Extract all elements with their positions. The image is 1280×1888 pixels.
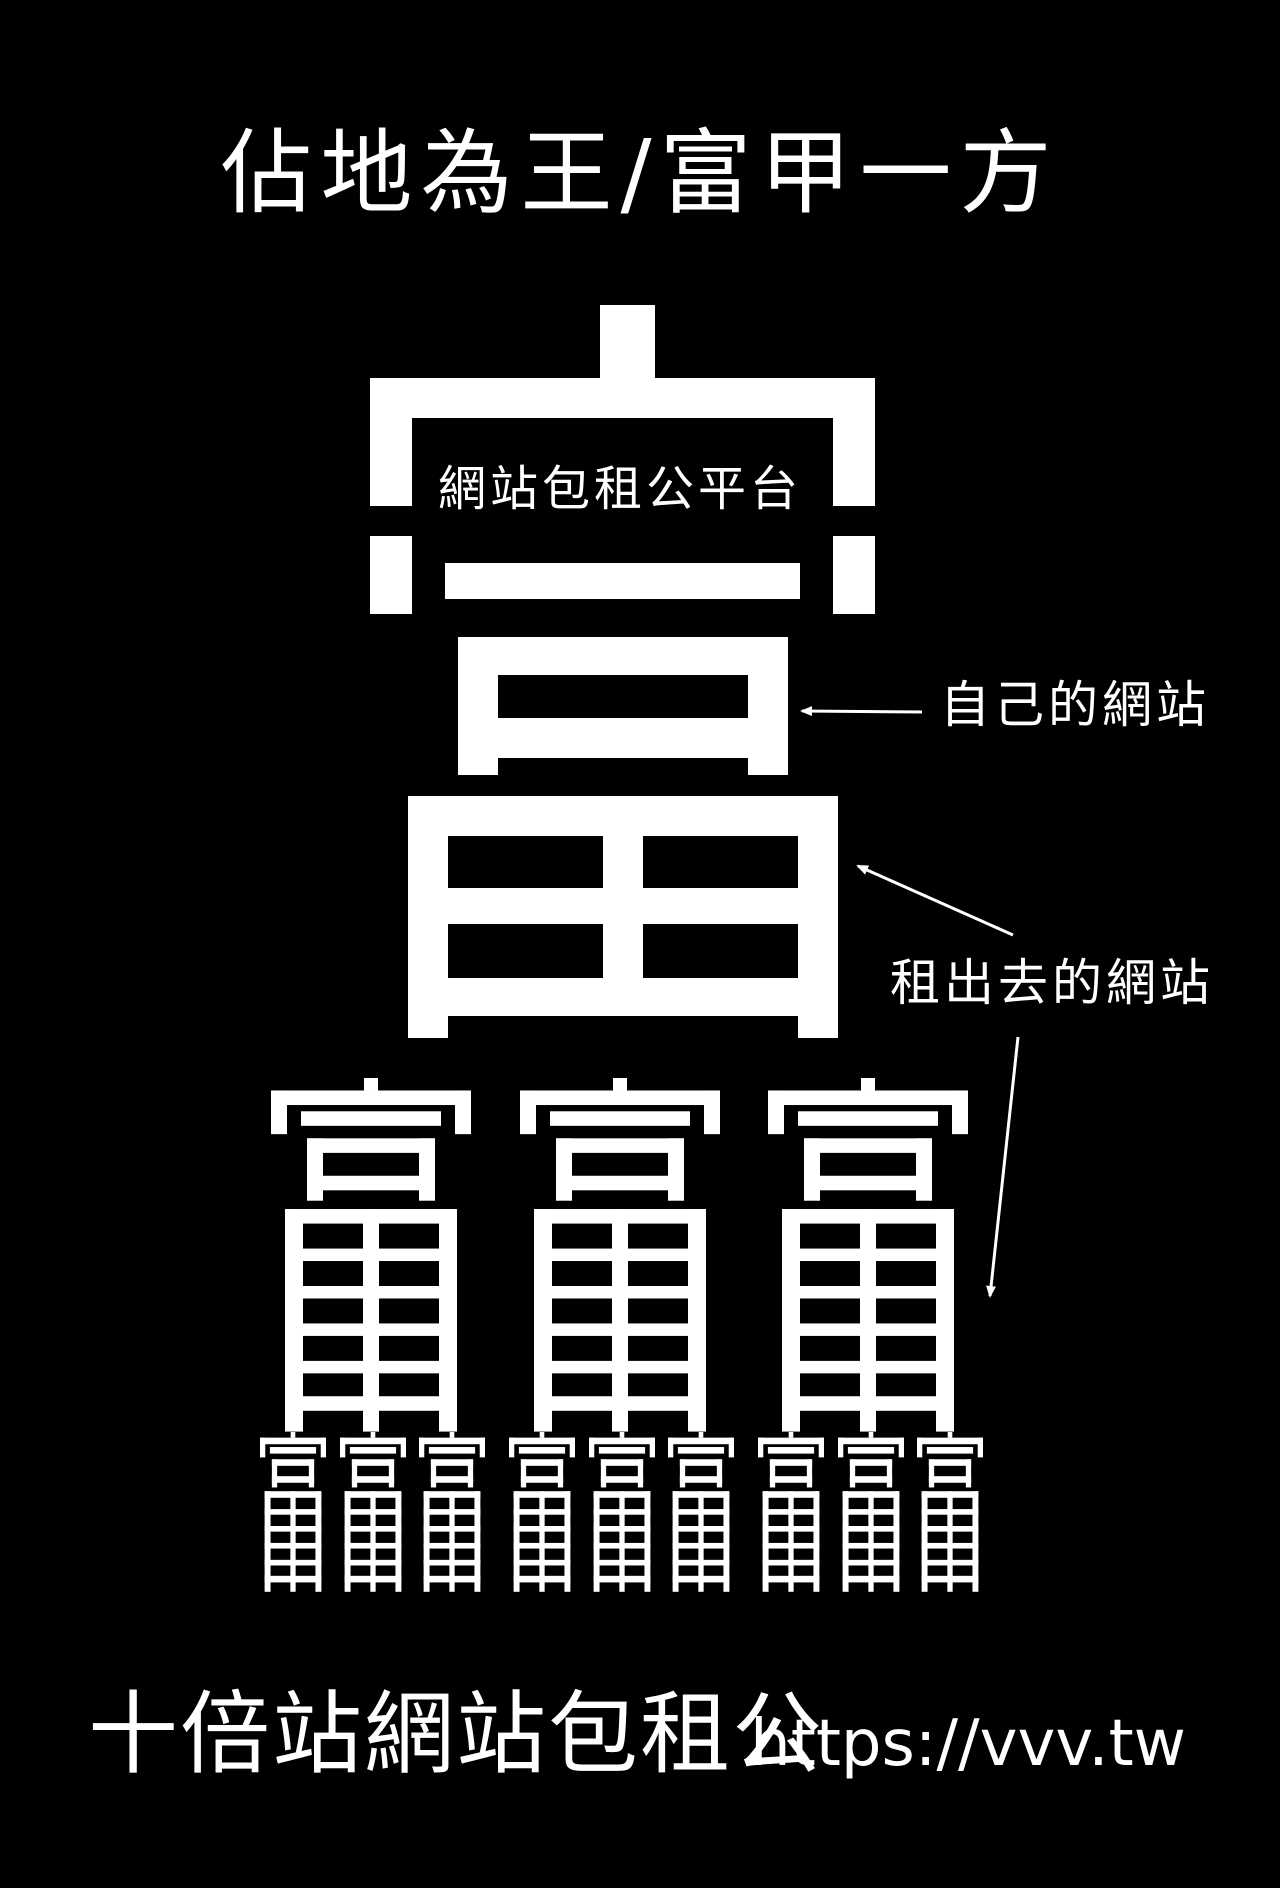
- mid-tier-glyphs: [271, 1078, 968, 1432]
- mid-tier-glyph-2: [520, 1078, 720, 1432]
- own-site-arrow: [800, 706, 923, 717]
- bottom-tier-glyph-3: [419, 1432, 485, 1592]
- bottom-tier-glyph-6: [668, 1432, 734, 1592]
- bottom-tier-glyph-7: [758, 1432, 824, 1592]
- rented-sites-arrow-down: [986, 1036, 1020, 1298]
- bottom-tier-glyph-5: [589, 1432, 655, 1592]
- bottom-tier-glyph-4: [509, 1432, 575, 1592]
- rented-sites-annotation: 租出去的網站: [856, 864, 1214, 1298]
- footer-url: https://vvv.tw: [750, 1707, 1186, 1781]
- rented-sites-arrow-up: [856, 864, 1014, 937]
- bottom-tier-glyph-8: [838, 1432, 904, 1592]
- mid-tier-glyph-3: [768, 1078, 968, 1432]
- mid-tier-glyph-1: [271, 1078, 471, 1432]
- bottom-tier-glyph-2: [340, 1432, 406, 1592]
- footer-brand: 十倍站網站包租公: [88, 1682, 824, 1787]
- main-fu-glyph: [370, 305, 875, 1038]
- headline: 佔地為王/富甲一方: [221, 120, 1060, 227]
- bottom-tier-glyph-9: [917, 1432, 983, 1592]
- bottom-tier-glyphs: [260, 1432, 983, 1592]
- rented-sites-label: 租出去的網站: [890, 954, 1214, 1012]
- own-site-label: 自己的網站: [940, 676, 1210, 734]
- platform-label: 網站包租公平台: [438, 461, 802, 517]
- own-site-annotation: 自己的網站: [800, 676, 1210, 734]
- bottom-tier-glyph-1: [260, 1432, 326, 1592]
